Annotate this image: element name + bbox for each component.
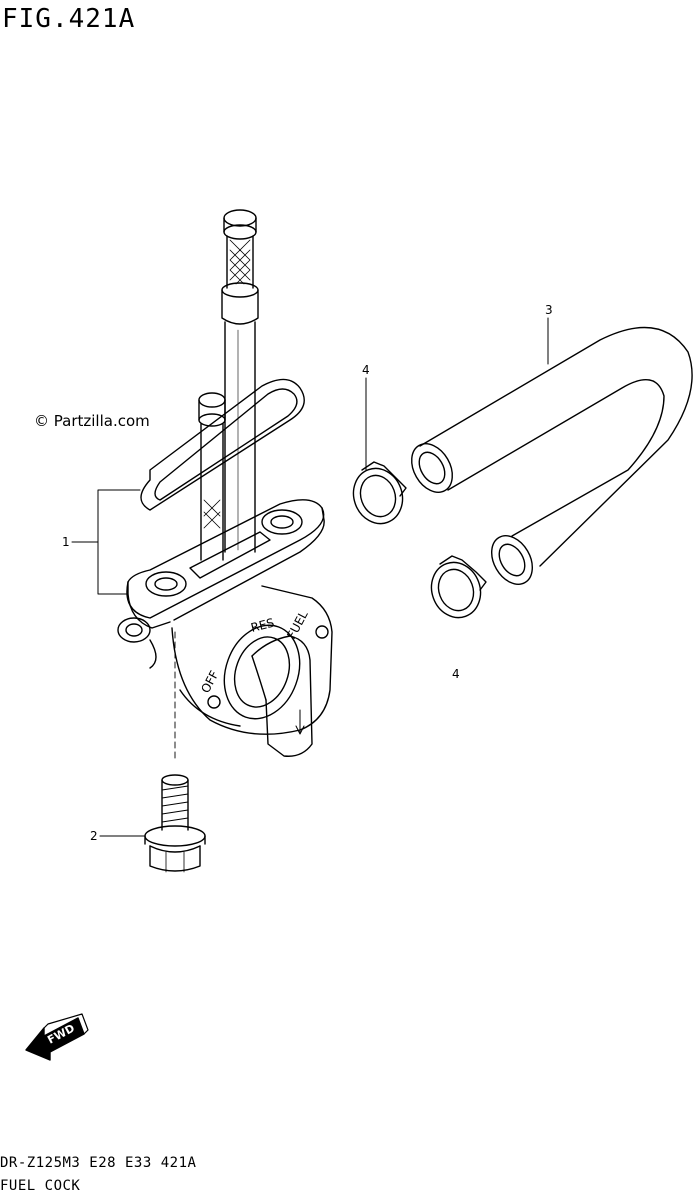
fuel-filter-tube: [221, 209, 259, 553]
flange-bolt: [144, 774, 206, 873]
callout-4-upper: 4: [362, 363, 370, 377]
callout-leaders: [71, 317, 549, 837]
callout-4-lower: 4: [452, 667, 460, 681]
valve-label-fuel: FUEL: [284, 608, 311, 641]
figure-title: FIG.421A: [2, 4, 136, 34]
callout-3: 3: [545, 303, 553, 317]
callout-1: 1: [62, 535, 70, 549]
hose-clamp-lower: [430, 555, 487, 619]
fuel-hose: [411, 326, 693, 585]
reserve-filter: [198, 392, 226, 561]
hose-clamp-upper: [352, 461, 407, 525]
callout-2: 2: [90, 829, 98, 843]
footer-section-name: FUEL COCK: [0, 1178, 81, 1194]
o-ring-gasket: [140, 378, 305, 511]
fuel-cock-valve-body: [117, 499, 333, 761]
valve-label-off: OFF: [198, 668, 221, 695]
footer-model-line: DR-Z125M3 E28 E33 421A: [0, 1155, 197, 1171]
valve-label-res: RES: [249, 616, 275, 635]
partzilla-watermark: © Partzilla.com: [34, 412, 150, 430]
fwd-arrow-icon: FWD: [25, 1013, 89, 1061]
